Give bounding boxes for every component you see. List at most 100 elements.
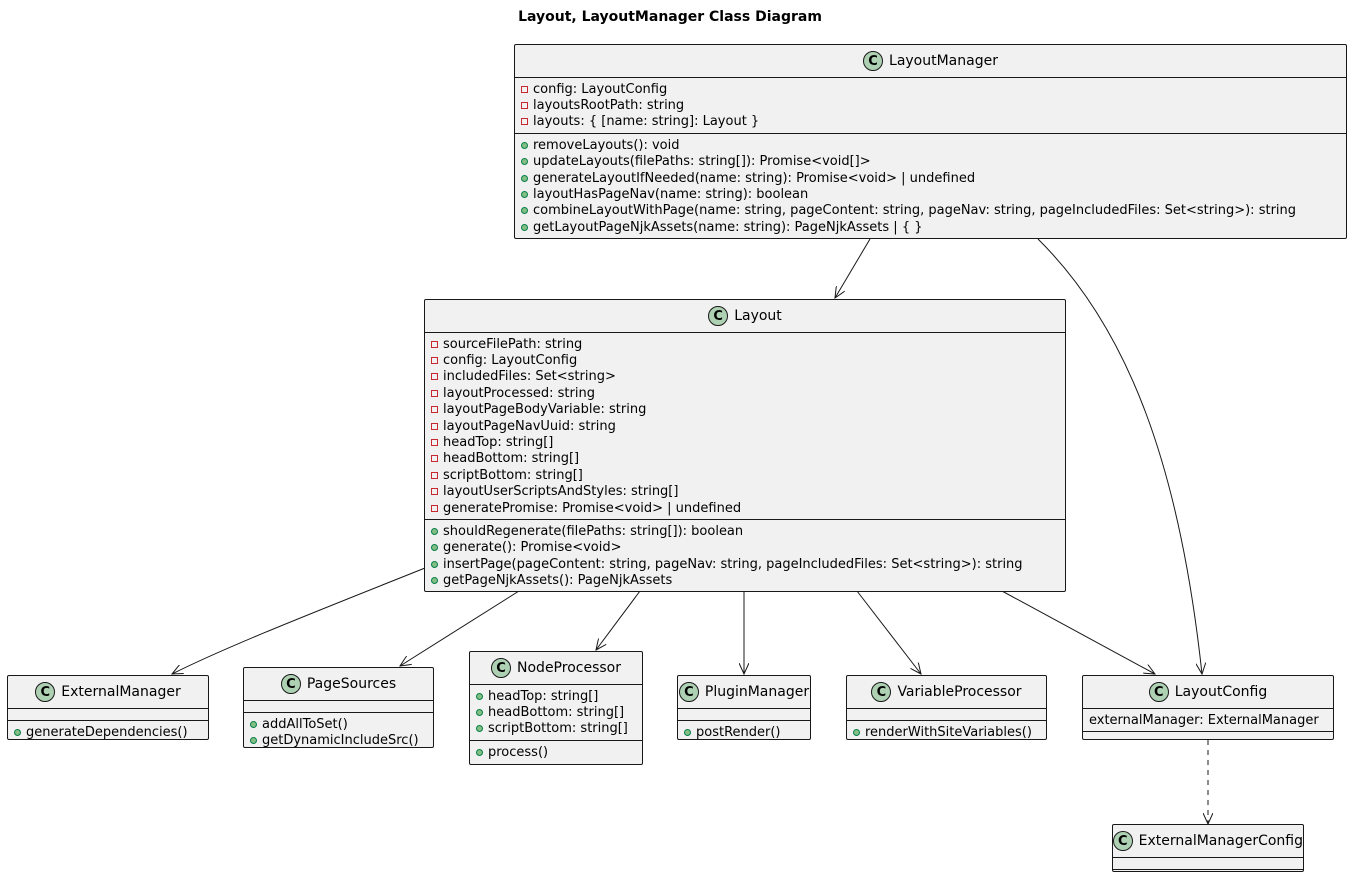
public-visibility-icon (853, 728, 860, 736)
class-variableprocessor: C VariableProcessor renderWithSiteVariab… (846, 675, 1047, 740)
class-methods: shouldRegenerate(filePaths: string[]): b… (425, 520, 1065, 592)
method-text: layoutHasPageNav(name: string): boolean (533, 187, 809, 203)
method-text: process() (488, 744, 549, 760)
public-visibility-icon (431, 544, 438, 552)
field-text: externalManager: ExternalManager (1089, 712, 1319, 728)
class-field: headTop: string[] (431, 434, 1059, 450)
field-text: headBottom: string[] (488, 705, 625, 721)
class-field: layoutPageNavUuid: string (431, 418, 1059, 434)
field-text: scriptBottom: string[] (443, 467, 583, 483)
method-text: combineLayoutWithPage(name: string, page… (533, 203, 1297, 219)
public-visibility-icon (521, 174, 528, 182)
method-text: insertPage(pageContent: string, pageNav:… (443, 556, 1023, 572)
class-header: C ExternalManager (8, 676, 208, 709)
edge-layout-to-variableprocessor (856, 590, 921, 674)
class-name: ExternalManagerConfig (1138, 833, 1303, 849)
field-text: layoutPageBodyVariable: string (443, 402, 647, 418)
private-visibility-icon (521, 102, 528, 110)
class-fields: externalManager: ExternalManager (1083, 709, 1333, 733)
class-header: C Layout (425, 300, 1065, 333)
class-name: NodeProcessor (517, 660, 621, 676)
private-visibility-icon (431, 389, 438, 397)
class-methods (1083, 732, 1333, 743)
class-field: layoutProcessed: string (431, 385, 1059, 401)
class-methods (1113, 870, 1303, 881)
class-nodeprocessor: C NodeProcessor headTop: string[]headBot… (469, 651, 643, 765)
class-field: config: LayoutConfig (521, 81, 1340, 97)
class-name: PluginManager (704, 684, 810, 700)
field-text: includedFiles: Set<string> (443, 369, 616, 385)
public-visibility-icon (521, 141, 528, 149)
class-c-icon: C (678, 682, 699, 702)
class-methods: renderWithSiteVariables() (847, 721, 1046, 743)
public-visibility-icon (431, 527, 438, 535)
class-header: C PluginManager (678, 676, 810, 709)
class-fields (847, 709, 1046, 721)
method-text: postRender() (696, 724, 781, 740)
class-fields (244, 701, 433, 713)
class-method: updateLayouts(filePaths: string[]): Prom… (521, 154, 1340, 170)
class-field: headBottom: string[] (476, 704, 636, 720)
public-visibility-icon (521, 223, 528, 231)
public-visibility-icon (476, 709, 483, 717)
public-visibility-icon (476, 692, 483, 700)
method-text: addAllToSet() (262, 716, 348, 732)
class-fields (678, 709, 810, 721)
field-text: layoutsRootPath: string (533, 98, 685, 114)
class-field: sourceFilePath: string (431, 336, 1059, 352)
class-method: getPageNjkAssets(): PageNjkAssets (431, 572, 1059, 588)
class-method: getDynamicIncludeSrc() (250, 732, 427, 748)
class-method: generateDependencies() (14, 724, 202, 740)
class-c-icon: C (863, 51, 884, 71)
method-text: generateLayoutIfNeeded(name: string): Pr… (533, 170, 976, 186)
class-header: C LayoutConfig (1083, 676, 1333, 709)
public-visibility-icon (476, 748, 483, 756)
public-visibility-icon (250, 737, 257, 745)
edge-layout-to-layoutconfig (1001, 590, 1155, 674)
class-c-icon: C (280, 674, 301, 694)
class-name: Layout (734, 308, 782, 324)
class-fields (1113, 858, 1303, 870)
public-visibility-icon (250, 720, 257, 728)
class-externalmanagerconfig: C ExternalManagerConfig (1112, 824, 1304, 872)
private-visibility-icon (431, 471, 438, 479)
diagram-title: Layout, LayoutManager Class Diagram (518, 9, 822, 25)
edge-layoutmanager-to-layoutconfig (1037, 238, 1202, 674)
class-field: generatePromise: Promise<void> | undefin… (431, 500, 1059, 516)
method-text: updateLayouts(filePaths: string[]): Prom… (533, 154, 871, 170)
class-c-icon: C (491, 658, 512, 678)
class-methods: postRender() (678, 721, 810, 743)
class-field: layoutPageBodyVariable: string (431, 402, 1059, 418)
class-c-icon: C (35, 682, 56, 702)
private-visibility-icon (431, 439, 438, 447)
class-field: headBottom: string[] (431, 451, 1059, 467)
public-visibility-icon (476, 725, 483, 733)
class-methods: generateDependencies() (8, 721, 208, 743)
class-method: addAllToSet() (250, 716, 427, 732)
class-field: config: LayoutConfig (431, 352, 1059, 368)
edge-layout-to-pagesources (400, 590, 520, 666)
class-name: LayoutConfig (1174, 684, 1268, 700)
class-c-icon: C (1113, 831, 1133, 851)
private-visibility-icon (431, 406, 438, 414)
class-field: headTop: string[] (476, 688, 636, 704)
class-header: C ExternalManagerConfig (1113, 825, 1303, 858)
field-text: generatePromise: Promise<void> | undefin… (443, 500, 742, 516)
field-text: sourceFilePath: string (443, 336, 583, 352)
class-name: ExternalManager (61, 684, 181, 700)
method-text: getPageNjkAssets(): PageNjkAssets (443, 573, 673, 589)
class-method: insertPage(pageContent: string, pageNav:… (431, 556, 1059, 572)
class-method: generate(): Promise<void> (431, 540, 1059, 556)
private-visibility-icon (431, 373, 438, 381)
private-visibility-icon (431, 422, 438, 430)
class-method: shouldRegenerate(filePaths: string[]): b… (431, 523, 1059, 539)
field-text: scriptBottom: string[] (488, 721, 628, 737)
class-header: C PageSources (244, 668, 433, 701)
field-text: layoutPageNavUuid: string (443, 418, 616, 434)
method-text: removeLayouts(): void (533, 137, 680, 153)
field-text: config: LayoutConfig (533, 81, 668, 97)
